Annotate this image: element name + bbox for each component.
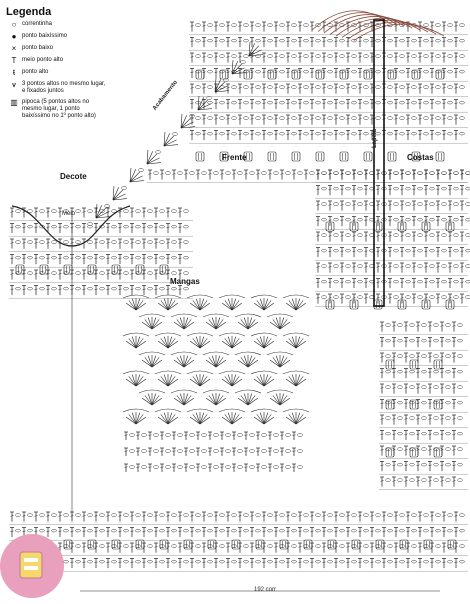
legend-label: ponto baixo [22,45,54,51]
single-crochet-icon: × [11,44,17,53]
three-dc-cluster-icon: ⩛ [11,80,17,89]
brand-logo [0,534,64,598]
stitch-grid [9,21,470,572]
legend-label: ponto baixíssimo [22,33,68,39]
legend-item: ⩛ 3 pontos altos no mesmo lugar, e fixad… [6,81,166,95]
legend-item: ○ correntinha [6,21,166,29]
label-mangas: Mangas [170,277,200,286]
legend-item: ▥ pipoca (5 pontos altos no mesmo lugar,… [6,99,166,120]
legend-label: meio ponto alto [22,57,64,63]
label-lapela: Lapela [372,128,378,148]
label-costas: Costas [407,153,434,162]
legend-title: Legenda [6,6,52,18]
lapel-band [373,19,385,307]
legend-label: ponto alto [22,69,49,75]
legend-item: × ponto baixo [6,45,166,53]
legend: Legenda ○ correntinha ● ponto baixíssimo… [6,6,166,124]
sleeve-fan-pattern [122,294,310,472]
legend-label: correntinha [22,21,53,27]
legend-label: pipoca (5 pontos altos no mesmo lugar, 1… [22,99,96,119]
lapel-arcs [311,10,445,41]
half-double-crochet-icon: T [11,56,17,65]
logo-icon [19,551,43,579]
legend-item: ŧ ponto alto [6,69,166,77]
slip-stitch-icon: ● [11,32,17,41]
legend-item: ● ponto baixíssimo [6,33,166,41]
label-width: 192 corr [254,587,277,593]
legend-item: T meio ponto alto [6,57,166,65]
double-crochet-icon: ŧ [12,68,16,77]
chain-stitch-icon: ○ [11,20,17,29]
label-decote: Decote [60,172,87,181]
popcorn-stitch-icon: ▥ [10,98,18,107]
legend-label: 3 pontos altos no mesmo lugar, e fixados… [22,81,106,94]
edging-pattern [87,42,263,226]
popcorn-rows [15,69,457,550]
label-frente: Frente [222,153,247,162]
label-meio: Meio [62,211,76,217]
